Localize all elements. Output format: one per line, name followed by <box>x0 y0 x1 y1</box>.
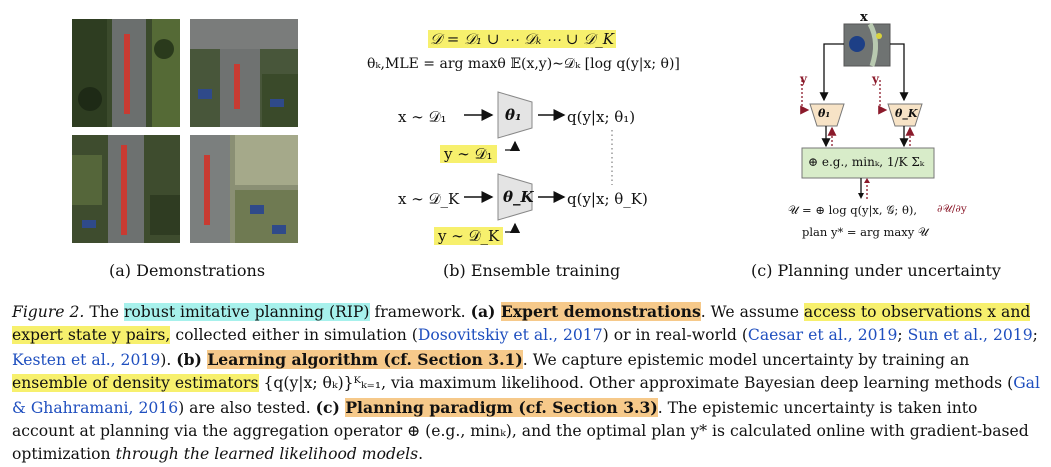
model-K-block-label: θ_K <box>895 107 918 120</box>
learning-algorithm-title: Learning algorithm (cf. Section 3.1) <box>207 349 523 369</box>
y-left-label: y <box>800 72 807 86</box>
demo-image-1 <box>72 19 180 127</box>
objective-formula: 𝒰 = ⊕ log q(y|x, 𝒢; θ), <box>788 203 918 217</box>
obs-arrow-K <box>890 43 909 102</box>
y-arrow-1 <box>800 80 810 115</box>
panel-b-caption: (b) Ensemble training <box>443 261 621 280</box>
planning-paradigm-title: Planning paradigm (cf. Section 3.3) <box>345 397 658 417</box>
expert-demonstrations-title: Expert demonstrations <box>500 302 701 321</box>
model-K-label: θ_K <box>503 188 534 206</box>
ref-gal[interactable]: Gal & Ghahramani, 2016 <box>12 374 1040 417</box>
panel-a-caption: (a) Demonstrations <box>109 261 266 280</box>
y-arrow-K <box>878 80 888 115</box>
row1-label-arrow <box>505 140 521 152</box>
rowK-output: q(y|x; θ_K) <box>567 190 648 208</box>
y-right-label: y <box>872 72 879 86</box>
plan-formula: plan y* = arg maxy 𝒰 <box>802 225 929 239</box>
aggregator-out-arrows <box>858 178 870 199</box>
gradient-formula: ∂𝒰/∂y <box>937 203 967 215</box>
rip-highlight: robust imitative planning (RIP) <box>123 303 370 321</box>
model-K-block <box>887 103 923 127</box>
demo-image-2 <box>190 19 298 127</box>
ref-dosovitskiy[interactable]: Dosovitskiy et al., 2017 <box>417 326 603 345</box>
ref-kesten[interactable]: Kesten et al., 2019 <box>12 350 161 369</box>
planning-diagram <box>800 22 935 179</box>
figure-caption: Figure 2. The robust imitative planning … <box>12 302 1040 464</box>
model-K-trapezoid <box>497 173 533 221</box>
demo-image-3 <box>72 135 180 243</box>
model-1-label: θ₁ <box>505 106 522 124</box>
panel-c-caption: (c) Planning under uncertainty <box>751 261 1001 280</box>
model-1-block-label: θ₁ <box>818 107 831 120</box>
observation-image <box>843 23 891 67</box>
demo-image-4 <box>190 135 298 243</box>
ensemble-highlight: ensemble of density estimators <box>12 374 259 393</box>
row1-label: y ∼ 𝒟₁ <box>440 145 497 163</box>
model-1-block <box>809 103 845 127</box>
data-union-formula: 𝒟 = 𝒟₁ ∪ ⋯ 𝒟ₖ ⋯ ∪ 𝒟_K <box>428 30 616 48</box>
ref-sun[interactable]: Sun et al., 2019 <box>907 326 1033 345</box>
ensemble-diagram <box>464 91 613 234</box>
obs-arrow-1 <box>819 43 844 102</box>
x-label: x <box>860 10 868 25</box>
aggregator-label: ⊕ e.g., minₖ, 1/K Σₖ <box>808 155 925 169</box>
mle-formula: θₖ,MLE = arg maxθ 𝔼(x,y)∼𝒟ₖ [log q(y|x; … <box>367 56 680 72</box>
model-1-trapezoid <box>497 91 533 139</box>
rowK-label: y ∼ 𝒟_K <box>434 227 504 245</box>
figure-label: Figure 2. <box>12 303 85 321</box>
rowK-label-arrow <box>505 222 521 234</box>
aggregator-box <box>801 147 935 179</box>
ref-caesar[interactable]: Caesar et al., 2019 <box>747 326 898 345</box>
row1-output: q(y|x; θ₁) <box>567 108 636 126</box>
row1-input: x ∼ 𝒟₁ <box>398 108 447 126</box>
rowK-input: x ∼ 𝒟_K <box>398 190 460 208</box>
